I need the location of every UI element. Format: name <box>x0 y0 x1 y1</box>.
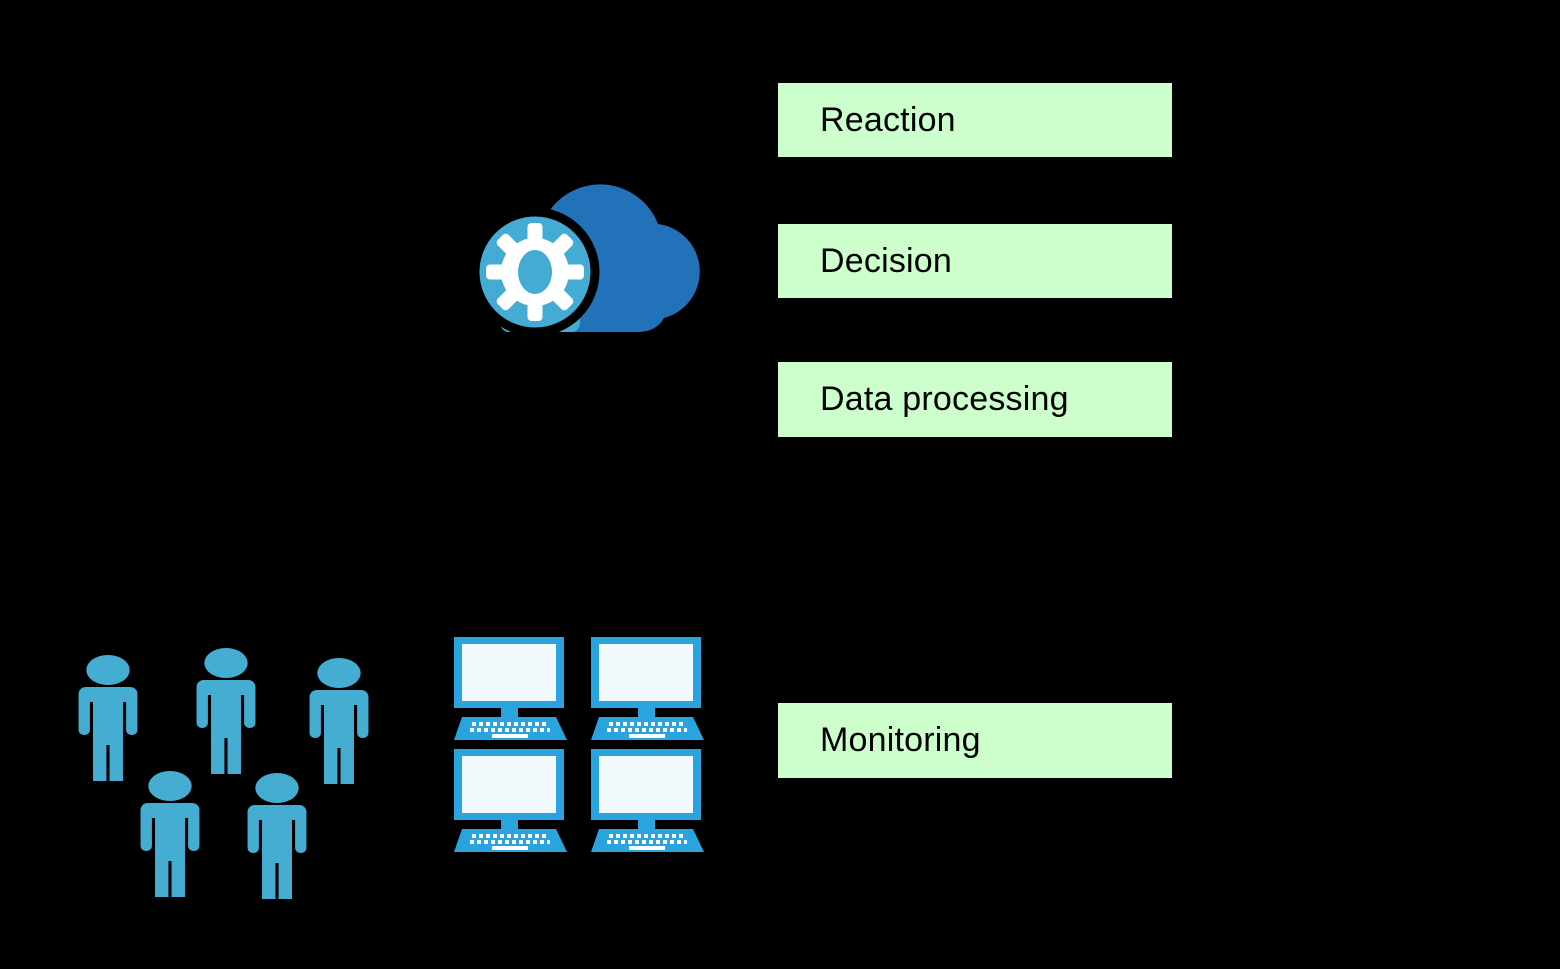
user-icon <box>196 648 256 774</box>
monitor-keyboard-icon <box>591 749 704 854</box>
user-icon <box>78 655 138 781</box>
user-icon <box>140 771 200 897</box>
stage-label-reaction: Reaction <box>820 100 956 139</box>
user-icon <box>309 658 369 784</box>
stage-box-decision: Decision <box>778 224 1172 298</box>
cloud-gear-icon <box>470 184 700 335</box>
stage-box-monitoring: Monitoring <box>778 703 1172 778</box>
gear-icon <box>486 223 584 321</box>
monitor-keyboard-icon <box>454 637 567 742</box>
monitor-keyboard-icon <box>454 749 567 854</box>
stage-box-reaction: Reaction <box>778 83 1172 157</box>
monitor-keyboard-icon <box>591 637 704 742</box>
stage-label-decision: Decision <box>820 241 952 280</box>
stage-box-data-processing: Data processing <box>778 362 1172 437</box>
stage-label-data-processing: Data processing <box>820 380 1069 418</box>
stage-label-monitoring: Monitoring <box>820 721 981 759</box>
user-icon <box>247 773 307 899</box>
